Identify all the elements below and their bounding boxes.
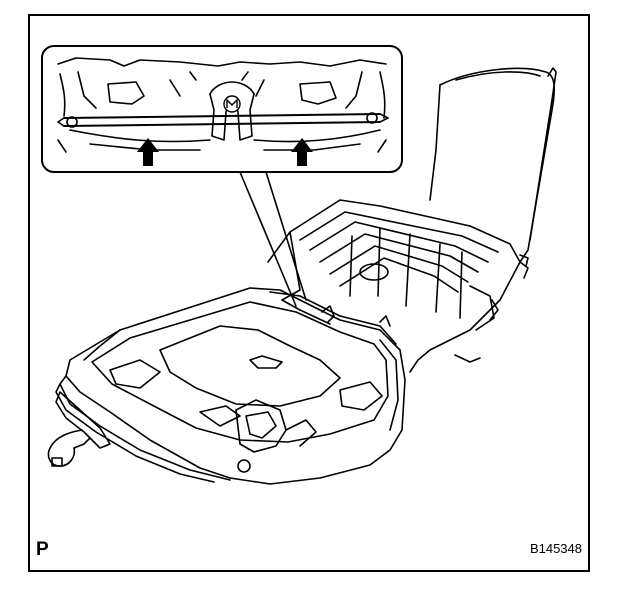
callout-leaders bbox=[239, 171, 307, 307]
seat-cushion bbox=[47, 287, 406, 485]
seat-frame bbox=[267, 199, 529, 373]
detail-inset bbox=[41, 45, 403, 173]
seat-back bbox=[429, 67, 557, 279]
clip-icon bbox=[223, 95, 241, 113]
up-arrow-icon-right bbox=[291, 138, 313, 166]
figure-id: B145348 bbox=[529, 541, 582, 556]
up-arrow-icon-left bbox=[137, 138, 159, 166]
corner-letter: P bbox=[36, 539, 49, 560]
